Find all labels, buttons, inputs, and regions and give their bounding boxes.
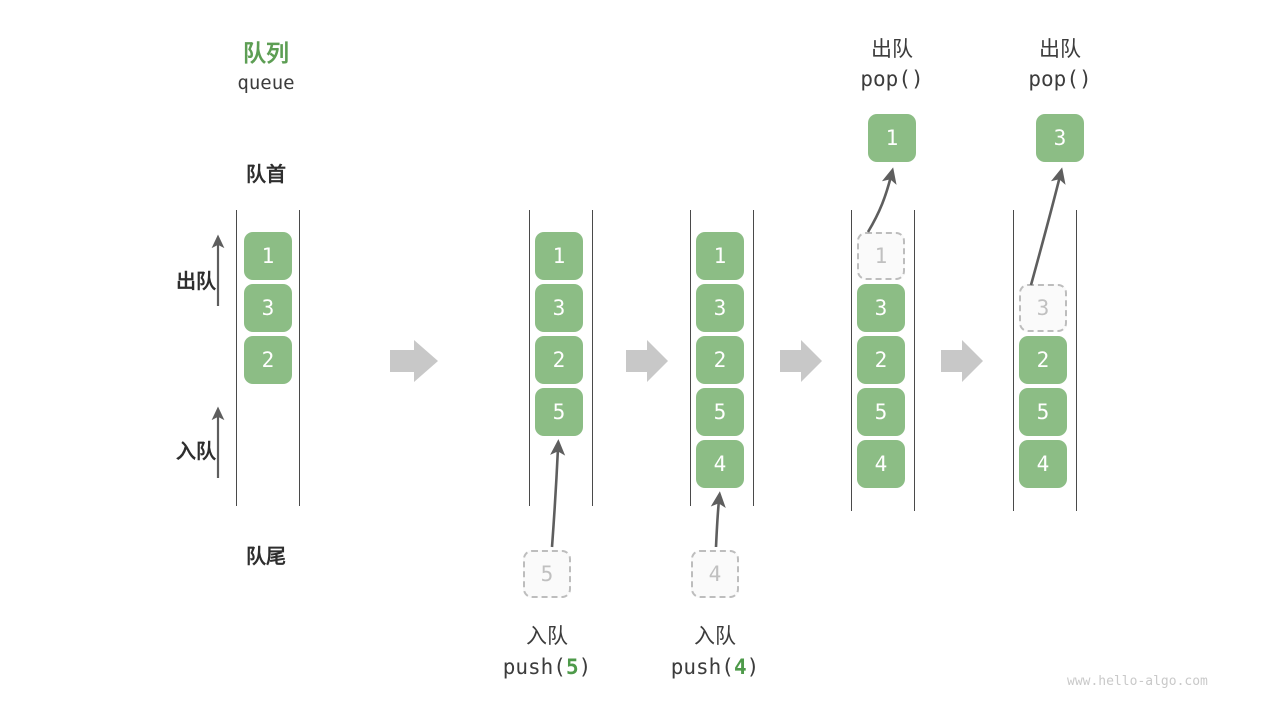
frame-2-push-motion-arrow-icon <box>550 439 566 548</box>
push-prefix: push( <box>670 655 734 679</box>
frame-4-cell-2: 2 <box>857 336 905 384</box>
frame-4-rail-right <box>914 210 915 511</box>
frame-2-cell-1: 3 <box>535 284 583 332</box>
frame-5-cell-2: 2 <box>1019 336 1067 384</box>
frame-4-cell-4: 4 <box>857 440 905 488</box>
frame-4-pop-motion-arrow-icon <box>866 167 897 233</box>
diagram-title-en: queue <box>237 72 295 94</box>
frame-1-cell-0: 1 <box>244 232 292 280</box>
frame-3-rail-right <box>753 210 754 506</box>
frame-3-bottom-label-cn: 入队 <box>694 625 736 648</box>
frame-2-cell-2: 2 <box>535 336 583 384</box>
frame-4-floating-cell: 1 <box>868 114 916 162</box>
frame-5-cell-1: 3 <box>1019 284 1067 332</box>
frame-5-rail-right <box>1076 210 1077 511</box>
frame-2-cell-0: 1 <box>535 232 583 280</box>
frame-5-cell-3: 5 <box>1019 388 1067 436</box>
frame-5-floating-cell: 3 <box>1036 114 1084 162</box>
frame-2-incoming-cell: 5 <box>523 550 571 598</box>
frame-3-cell-0: 1 <box>696 232 744 280</box>
frame-3-bottom-label-code: push(4) <box>655 655 775 679</box>
push-prefix: push( <box>502 655 566 679</box>
frame-3-rail-left <box>690 210 691 506</box>
frame-1-rail-left <box>236 210 237 506</box>
frame-2-rail-left <box>529 210 530 506</box>
connector-4-5-icon <box>941 340 983 382</box>
frame-4-cell-1: 3 <box>857 284 905 332</box>
frame-5-top-label-code: pop() <box>1028 67 1092 91</box>
queue-front-label: 队首 <box>246 164 286 186</box>
frame-2-bottom-label-code: push(5) <box>487 655 607 679</box>
frame-4-top-label-code: pop() <box>860 67 924 91</box>
connector-1-2-icon <box>390 340 438 382</box>
frame-1-rail-right <box>299 210 300 506</box>
frame-3-cell-1: 3 <box>696 284 744 332</box>
frame-3-cell-2: 2 <box>696 336 744 384</box>
connector-2-3-icon <box>626 340 668 382</box>
dequeue-direction-label: 出队 <box>176 271 216 293</box>
frame-2-rail-right <box>592 210 593 506</box>
frame-2-bottom-label-cn: 入队 <box>526 625 568 648</box>
frame-1-cell-2: 2 <box>244 336 292 384</box>
enqueue-direction-label: 入队 <box>176 441 216 463</box>
frame-4-cell-0: 1 <box>857 232 905 280</box>
frame-5-rail-left <box>1013 210 1014 511</box>
frame-1-cell-1: 3 <box>244 284 292 332</box>
watermark: www.hello-algo.com <box>1067 674 1208 689</box>
diagram-title-cn: 队列 <box>243 40 289 66</box>
frame-2-cell-3: 5 <box>535 388 583 436</box>
push-suffix: ) <box>746 655 760 679</box>
queue-rear-label: 队尾 <box>246 546 286 568</box>
connector-3-4-icon <box>780 340 822 382</box>
frame-3-push-motion-arrow-icon <box>710 491 726 548</box>
frame-3-cell-4: 4 <box>696 440 744 488</box>
frame-5-cell-4: 4 <box>1019 440 1067 488</box>
frame-3-incoming-cell: 4 <box>691 550 739 598</box>
frame-4-rail-left <box>851 210 852 511</box>
frame-4-top-label-cn: 出队 <box>871 38 913 61</box>
frame-5-pop-motion-arrow-icon <box>1029 167 1066 286</box>
push-arg: 4 <box>733 655 747 679</box>
frame-5-top-label-cn: 出队 <box>1039 38 1081 61</box>
frame-4-cell-3: 5 <box>857 388 905 436</box>
push-suffix: ) <box>578 655 592 679</box>
frame-3-cell-3: 5 <box>696 388 744 436</box>
push-arg: 5 <box>565 655 579 679</box>
